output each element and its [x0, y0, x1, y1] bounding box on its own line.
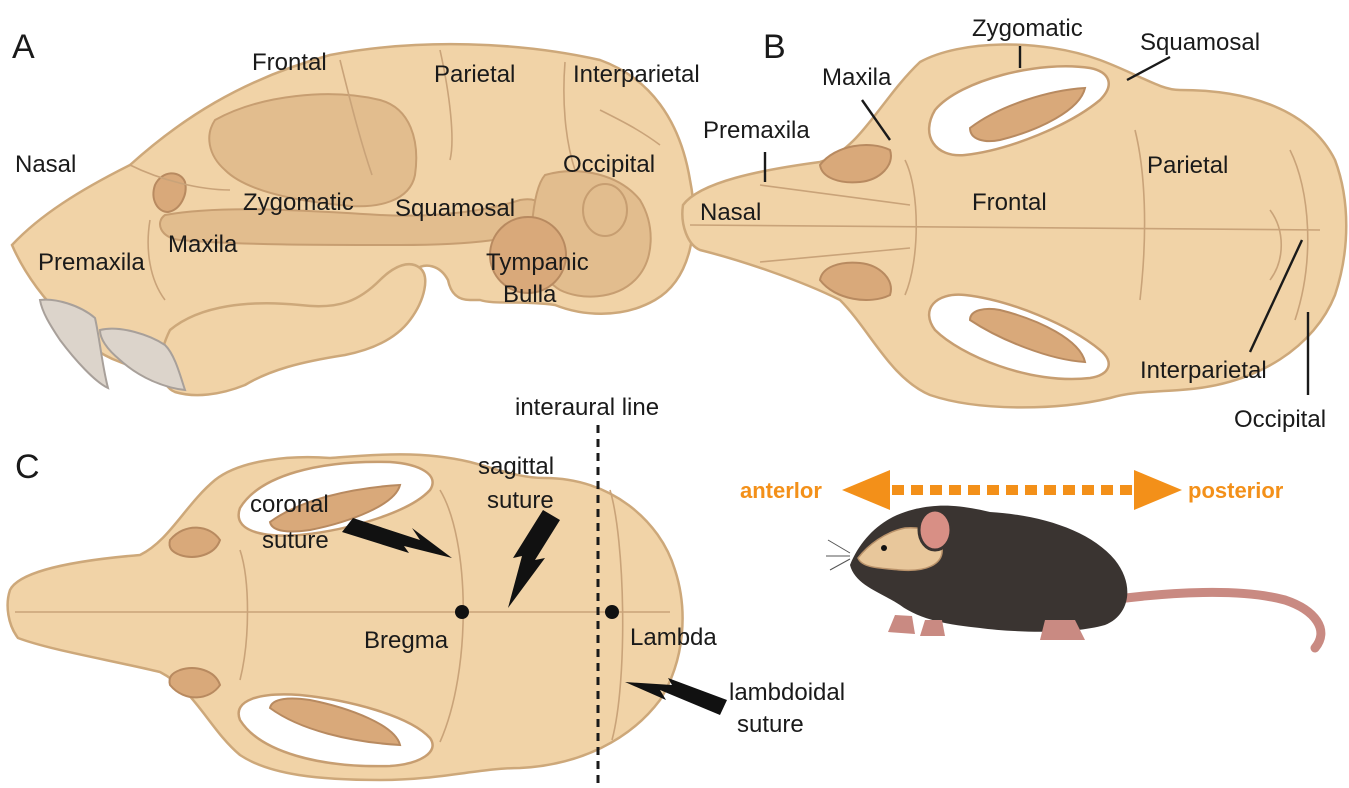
a-label-zygomatic: Zygomatic	[243, 189, 354, 216]
mouse-ear	[919, 510, 951, 550]
b-label-occipital: Occipital	[1234, 406, 1326, 433]
panel-b-letter: B	[763, 28, 786, 66]
panel-b-dorsal-skull	[682, 44, 1346, 407]
c-label-coronal: coronal	[250, 491, 329, 518]
a-label-occipital: Occipital	[563, 151, 655, 178]
mouse-illustration	[826, 506, 1321, 648]
a-label-maxila: Maxila	[168, 231, 238, 258]
c-label-interaural-line: interaural line	[515, 394, 659, 421]
leader-squamosal	[1127, 57, 1170, 80]
posterior-label: posterior	[1188, 478, 1284, 503]
b-label-parietal: Parietal	[1147, 152, 1228, 179]
b-label-zygomatic: Zygomatic	[972, 15, 1083, 42]
a-label-squamosal: Squamosal	[395, 195, 515, 222]
anterior-arrowhead	[842, 470, 890, 510]
bregma-marker	[455, 605, 469, 619]
mouse-eye	[881, 545, 887, 551]
b-label-maxila: Maxila	[822, 64, 892, 91]
b-label-interparietal: Interparietal	[1140, 357, 1267, 384]
anterior-label: anterlor	[740, 478, 822, 503]
mouse-front-paw	[888, 615, 915, 634]
mouse-front-paw-2	[920, 620, 945, 636]
c-label-sagittal: sagittal	[478, 453, 554, 480]
c-label-bregma: Bregma	[364, 627, 449, 654]
b-label-nasal: Nasal	[700, 199, 761, 226]
panel-a-lateral-skull	[12, 44, 694, 395]
c-label-coronal-suture: suture	[262, 527, 329, 554]
a-label-tympanic: Tympanic	[486, 249, 589, 276]
mouse-whiskers	[826, 540, 850, 570]
a-label-frontal: Frontal	[252, 49, 327, 76]
b-label-premaxila: Premaxila	[703, 117, 810, 144]
c-label-sagittal-suture: suture	[487, 487, 554, 514]
panel-a-letter: A	[12, 28, 35, 66]
a-label-interparietal: Interparietal	[573, 61, 700, 88]
a-label-parietal: Parietal	[434, 61, 515, 88]
panel-c-letter: C	[15, 448, 40, 486]
b-label-frontal: Frontal	[972, 189, 1047, 216]
a-label-bulla: Bulla	[503, 281, 557, 308]
orientation-indicator	[842, 470, 1182, 510]
a-label-nasal: Nasal	[15, 151, 76, 178]
lambda-marker	[605, 605, 619, 619]
c-label-lambdoidal: lambdoidal	[729, 679, 845, 706]
a-label-premaxila: Premaxila	[38, 249, 145, 276]
b-label-squamosal: Squamosal	[1140, 29, 1260, 56]
c-label-lambdoidal-suture: suture	[737, 711, 804, 738]
c-label-lambda: Lambda	[630, 624, 717, 651]
panel-c-dorsal-skull	[8, 454, 683, 780]
posterior-arrowhead	[1134, 470, 1182, 510]
mouse-tail	[1110, 592, 1321, 648]
